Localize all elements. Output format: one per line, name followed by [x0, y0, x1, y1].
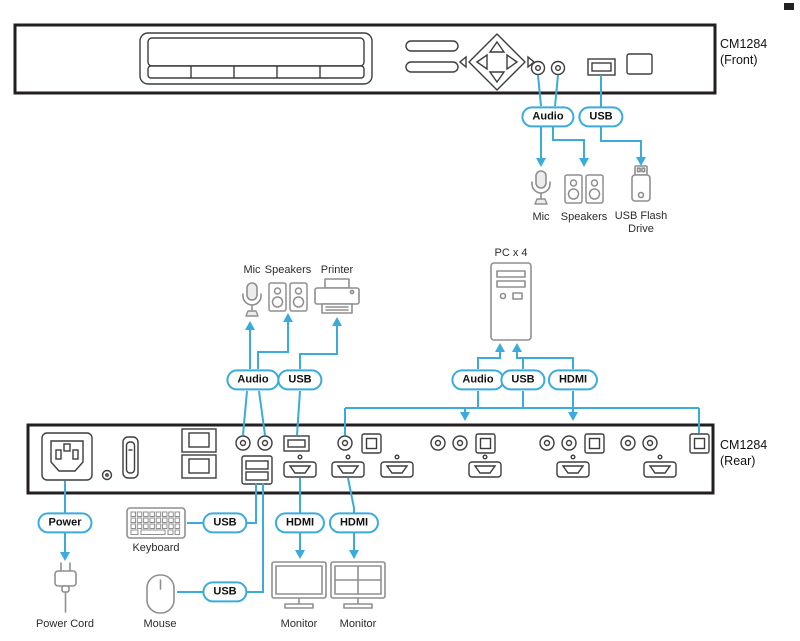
kvm-port-group-2 [430, 433, 496, 454]
rear-panel-side: (Rear) [720, 454, 756, 469]
console-mic-label: Mic [243, 264, 261, 276]
keyboard-usb-pill: USB [202, 512, 248, 534]
front-usb-pill: USB [578, 106, 624, 128]
dpad-buttons [458, 33, 536, 91]
console-audio-jacks [235, 435, 273, 451]
front-speakers-icon [564, 174, 604, 204]
kvm-port-group-3 [539, 433, 605, 454]
pc-audio-pill: Audio [451, 369, 505, 391]
power-plug-icon [54, 562, 77, 613]
kvm-port-group-1 [337, 433, 382, 454]
pc-hdmi-pill: HDMI [547, 369, 599, 391]
power-inlet [41, 432, 93, 481]
keyboard-label: Keyboard [132, 542, 180, 554]
usb-flash-drive-icon [631, 165, 651, 202]
front-speakers-label: Speakers [560, 211, 608, 223]
monitor-quad-icon [330, 561, 386, 609]
monitor1-label: Monitor [280, 618, 318, 630]
mouse-label: Mouse [143, 618, 177, 630]
rear-panel-model: CM1284 [720, 438, 768, 452]
front-panel-model: CM1284 [720, 37, 768, 51]
hdmi1-pill: HDMI [274, 512, 326, 534]
grounding-screw [101, 469, 113, 481]
front-panel [13, 23, 717, 95]
power-cord-label: Power Cord [35, 618, 95, 630]
front-mic-icon [531, 170, 551, 205]
printer-icon [314, 278, 360, 314]
printer-label: Printer [320, 264, 354, 276]
power-pill: Power [37, 512, 93, 534]
mouse-icon [146, 574, 175, 614]
console-usb-port [283, 435, 310, 452]
console-audio-pill: Audio [226, 369, 280, 391]
kvm-port-group-4 [620, 433, 710, 454]
console-usb-pill: USB [277, 369, 323, 391]
front-audio-jacks [530, 60, 566, 76]
pc-tower-icon [490, 262, 532, 341]
mouse-usb-pill: USB [202, 581, 248, 603]
lan-ports [181, 428, 217, 479]
console-speakers-icon [268, 282, 308, 312]
monitor-icon [271, 561, 327, 609]
front-mic-label: Mic [532, 211, 550, 223]
corner-mark [784, 3, 794, 10]
front-usb-port [587, 58, 616, 76]
console-speakers-label: Speakers [264, 264, 312, 276]
console-mic-icon [242, 282, 262, 317]
power-switch [122, 436, 139, 479]
keyboard-mouse-usb-ports [241, 455, 273, 485]
monitor2-label: Monitor [339, 618, 377, 630]
lcd-module [139, 32, 373, 85]
pc-usb-pill: USB [500, 369, 546, 391]
rear-panel [26, 423, 715, 495]
hdmi2-pill: HDMI [328, 512, 380, 534]
rear-panel-name: CM1284 (Rear) [720, 437, 767, 470]
front-panel-side: (Front) [720, 53, 758, 68]
front-panel-name: CM1284 (Front) [720, 36, 767, 69]
pc-label: PC x 4 [494, 247, 528, 259]
flash-drive-label: USB Flash Drive [614, 210, 668, 236]
keyboard-icon [126, 507, 186, 539]
front-pushbuttons [405, 40, 459, 73]
hdmi-ports [283, 454, 677, 478]
front-audio-pill: Audio [521, 106, 575, 128]
front-blank-button [626, 53, 653, 75]
